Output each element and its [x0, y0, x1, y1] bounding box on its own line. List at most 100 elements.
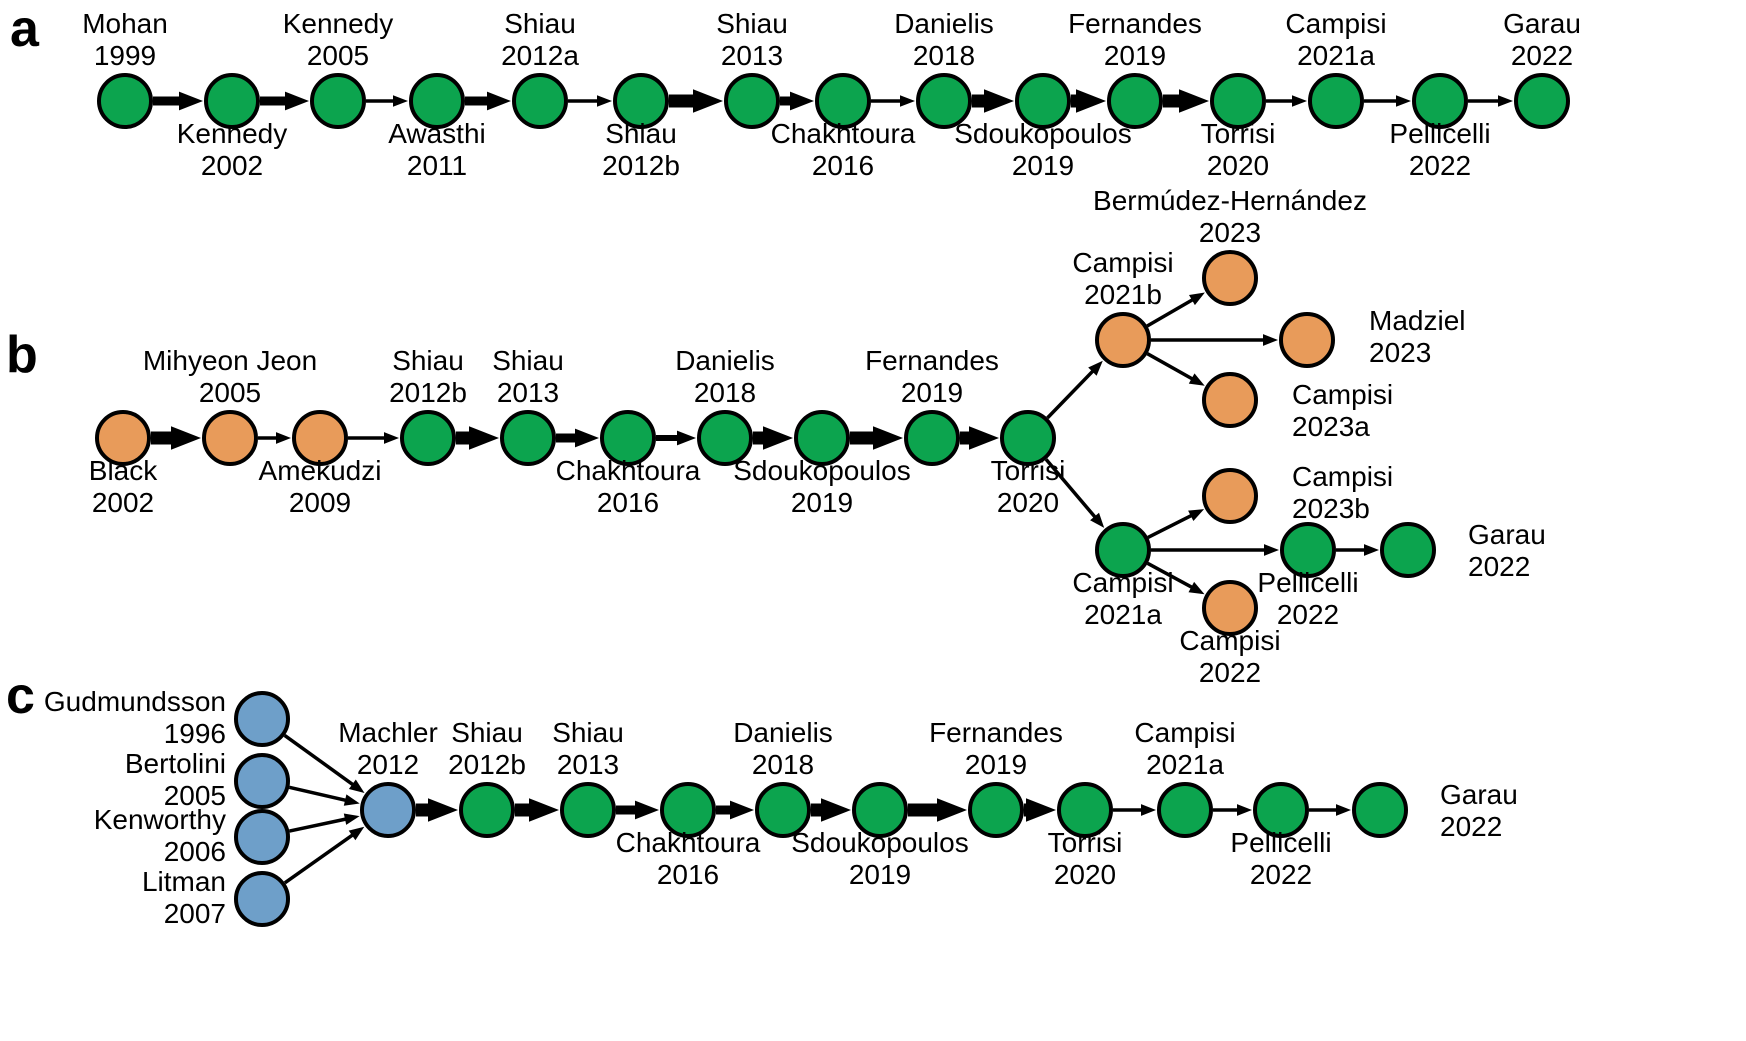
node-author-b18: Pellicelli [1257, 567, 1358, 598]
node-b9[interactable] [904, 410, 960, 466]
edge-c5-to-c6 [416, 798, 458, 822]
node-c14[interactable] [1253, 782, 1309, 838]
node-b18[interactable] [1280, 522, 1336, 578]
node-author-c3: Kenworthy [94, 804, 226, 835]
node-year-a10: 2019 [1012, 150, 1074, 181]
edge-a8-to-a9 [871, 95, 915, 107]
node-c5[interactable] [360, 782, 416, 838]
node-a1[interactable] [97, 73, 153, 129]
node-year-c14: 2022 [1250, 859, 1312, 890]
node-b14[interactable] [1202, 372, 1258, 428]
node-b1[interactable] [95, 410, 151, 466]
node-year-c3: 2006 [164, 836, 226, 867]
edge-c7-to-c8 [616, 800, 659, 820]
node-c11[interactable] [968, 782, 1024, 838]
node-a6[interactable] [613, 73, 669, 129]
node-a5[interactable] [512, 73, 568, 129]
node-a12[interactable] [1210, 73, 1266, 129]
node-author-c15: Garau [1440, 779, 1518, 810]
node-a8[interactable] [815, 73, 871, 129]
edge-b5-to-b6 [556, 428, 599, 448]
node-author-c11: Fernandes [929, 717, 1063, 748]
node-a2[interactable] [204, 73, 260, 129]
node-b4[interactable] [400, 410, 456, 466]
node-b8[interactable] [794, 410, 850, 466]
edge-b11-to-b12 [1146, 292, 1205, 328]
node-year-a15: 2022 [1511, 40, 1573, 71]
node-a9[interactable] [916, 73, 972, 129]
edge-c12-to-c13 [1113, 804, 1156, 816]
nodes-layer [95, 73, 1570, 927]
node-a4[interactable] [409, 73, 465, 129]
node-c4[interactable] [234, 871, 290, 927]
node-author-a13: Campisi [1285, 8, 1386, 39]
node-year-a1: 1999 [94, 40, 156, 71]
node-b16[interactable] [1202, 468, 1258, 524]
node-year-a12: 2020 [1207, 150, 1269, 181]
node-b2[interactable] [202, 410, 258, 466]
node-year-a11: 2019 [1104, 40, 1166, 71]
node-year-a14: 2022 [1409, 150, 1471, 181]
node-author-a1: Mohan [82, 8, 168, 39]
node-b13[interactable] [1279, 312, 1335, 368]
node-b10[interactable] [1000, 410, 1056, 466]
node-a13[interactable] [1308, 73, 1364, 129]
node-c10[interactable] [852, 782, 908, 838]
node-b11[interactable] [1095, 312, 1151, 368]
edge-c10-to-c11 [908, 798, 967, 822]
node-author-a3: Kennedy [283, 8, 394, 39]
node-c3[interactable] [234, 809, 290, 865]
edge-b4-to-b5 [456, 426, 499, 450]
edge-b11-to-b14 [1146, 352, 1205, 386]
node-c15[interactable] [1352, 782, 1408, 838]
edge-c14-to-c15 [1309, 804, 1351, 816]
node-c8[interactable] [660, 782, 716, 838]
node-a10[interactable] [1015, 73, 1071, 129]
node-c6[interactable] [459, 782, 515, 838]
node-c12[interactable] [1057, 782, 1113, 838]
node-a15[interactable] [1514, 73, 1570, 129]
node-b15[interactable] [1095, 522, 1151, 578]
node-year-c12: 2020 [1054, 859, 1116, 890]
node-b6[interactable] [600, 410, 656, 466]
node-b5[interactable] [500, 410, 556, 466]
node-author-b5: Shiau [492, 345, 564, 376]
edge-b10-to-b11 [1046, 360, 1103, 420]
edge-a10-to-a11 [1071, 89, 1106, 113]
node-b19[interactable] [1380, 522, 1436, 578]
node-year-a9: 2018 [913, 40, 975, 71]
node-year-b6: 2016 [597, 487, 659, 518]
node-b12[interactable] [1202, 250, 1258, 306]
node-author-b12: Bermúdez-Hernández [1093, 185, 1367, 216]
node-c9[interactable] [755, 782, 811, 838]
node-c13[interactable] [1157, 782, 1213, 838]
node-a7[interactable] [724, 73, 780, 129]
node-year-b11: 2021b [1084, 279, 1162, 310]
node-b17[interactable] [1202, 580, 1258, 636]
node-c7[interactable] [560, 782, 616, 838]
node-author-a7: Shiau [716, 8, 788, 39]
node-a14[interactable] [1412, 73, 1468, 129]
edges-layer [151, 89, 1513, 885]
node-b7[interactable] [697, 410, 753, 466]
node-year-c4: 2007 [164, 898, 226, 929]
node-b3[interactable] [292, 410, 348, 466]
node-author-a15: Garau [1503, 8, 1581, 39]
edge-b6-to-b7 [656, 430, 696, 446]
node-a3[interactable] [310, 73, 366, 129]
node-a11[interactable] [1107, 73, 1163, 129]
node-c2[interactable] [234, 753, 290, 809]
node-c1[interactable] [234, 691, 290, 747]
